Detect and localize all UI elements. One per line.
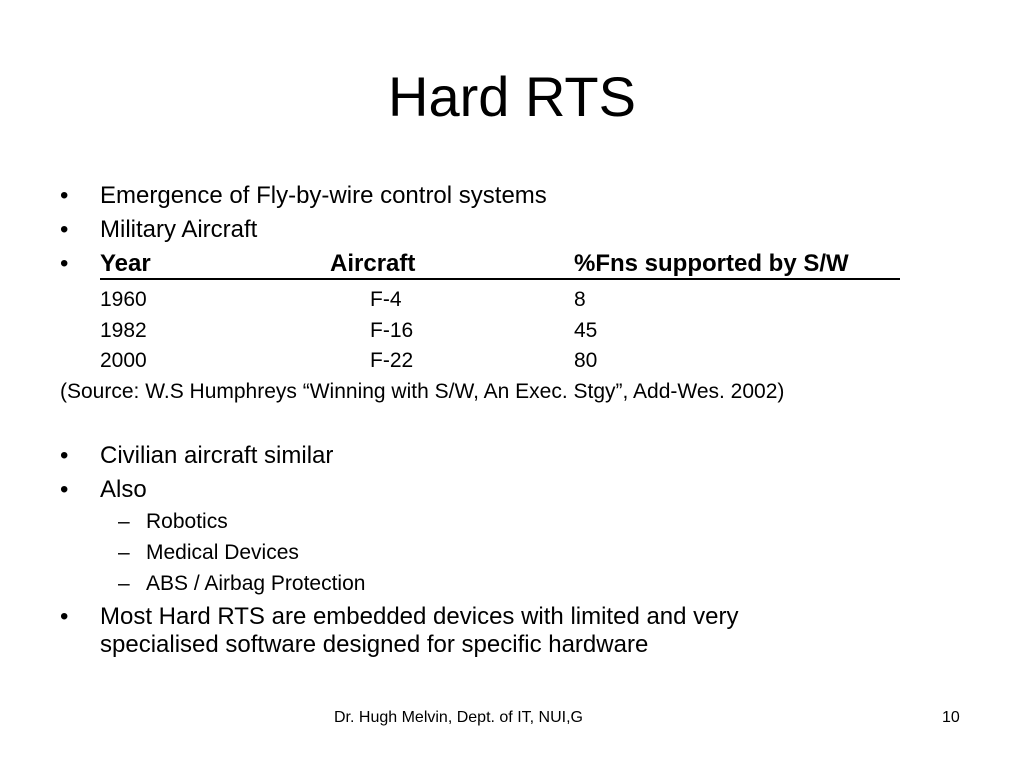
- table-header-fns: %Fns supported by S/W: [574, 250, 849, 277]
- table-header-aircraft: Aircraft: [330, 250, 416, 277]
- page-number: 10: [942, 709, 960, 726]
- table-cell-year: 2000: [100, 349, 147, 372]
- bullet-marker: •: [60, 182, 69, 209]
- sub-bullet-marker: –: [118, 510, 130, 533]
- footer-author: Dr. Hugh Melvin, Dept. of IT, NUI,G: [334, 709, 583, 726]
- bullet-embedded-devices-line2: specialised software designed for specif…: [100, 631, 649, 658]
- sub-bullet-abs-airbag: ABS / Airbag Protection: [146, 572, 366, 595]
- sub-bullet-robotics: Robotics: [146, 510, 228, 533]
- table-header-year: Year: [100, 250, 151, 277]
- table-cell-aircraft: F-22: [370, 349, 414, 372]
- table-cell-year: 1960: [100, 288, 147, 311]
- table-cell-aircraft: F-16: [370, 319, 414, 342]
- bullet-marker: •: [60, 250, 69, 277]
- bullet-also: Also: [100, 476, 147, 503]
- table-cell-fns: 45: [574, 319, 598, 342]
- sub-bullet-marker: –: [118, 572, 130, 595]
- table-cell-fns: 80: [574, 349, 598, 372]
- bullet-marker: •: [60, 603, 69, 630]
- bullet-fly-by-wire: Emergence of Fly-by-wire control systems: [100, 182, 547, 209]
- bullet-civilian-aircraft: Civilian aircraft similar: [100, 442, 334, 469]
- bullet-embedded-devices-line1: Most Hard RTS are embedded devices with …: [100, 603, 739, 630]
- bullet-marker: •: [60, 442, 69, 469]
- table-header-underline: [100, 278, 900, 280]
- bullet-military-aircraft: Military Aircraft: [100, 216, 258, 243]
- slide-title: Hard RTS: [388, 65, 636, 128]
- table-cell-fns: 8: [574, 288, 586, 311]
- source-citation: (Source: W.S Humphreys “Winning with S/W…: [60, 380, 785, 403]
- table-cell-aircraft: F-4: [370, 288, 402, 311]
- bullet-marker: •: [60, 216, 69, 243]
- bullet-marker: •: [60, 476, 69, 503]
- sub-bullet-medical-devices: Medical Devices: [146, 541, 299, 564]
- sub-bullet-marker: –: [118, 541, 130, 564]
- table-cell-year: 1982: [100, 319, 147, 342]
